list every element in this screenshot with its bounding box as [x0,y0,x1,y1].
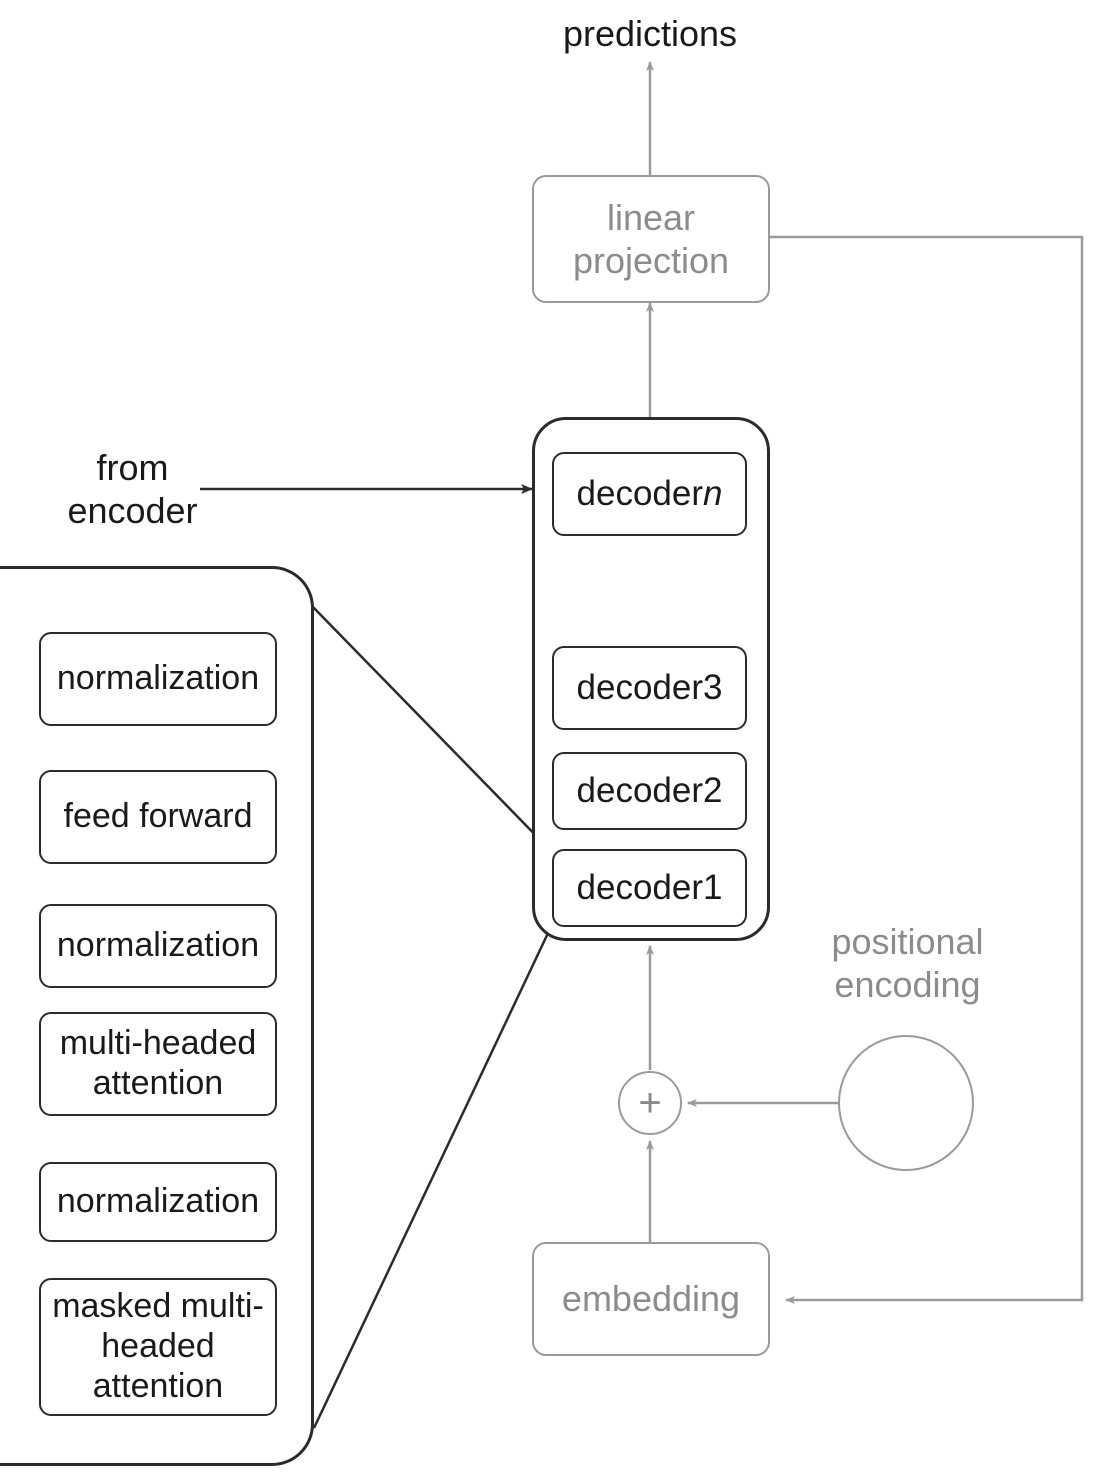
positional-encoding-circle[interactable] [838,1035,974,1171]
decoder-3-suffix: 3 [703,668,723,708]
positional-encoding-line1: positional [831,920,984,962]
decoder-box-n[interactable]: decoder n [552,452,747,536]
detail-block-normalization-3[interactable]: normalization [39,1162,277,1242]
decoder-2-suffix: 2 [703,771,723,811]
detail-block-feed-forward[interactable]: feed forward [39,770,277,864]
callout-line-top [311,605,553,853]
detail-label: normalization [56,659,260,698]
detail-block-multi-headed-attention[interactable]: multi-headed attention [39,1012,277,1116]
positional-encoding-line2: encoding [834,964,981,1005]
decoder-1-prefix: decoder [576,868,703,908]
decoder-3-prefix: decoder [576,668,703,708]
detail-label-line2: headed [101,1327,215,1366]
from-encoder-line1: from [96,446,169,488]
detail-block-normalization-1[interactable]: normalization [39,632,277,726]
decoder-box-2[interactable]: decoder 2 [552,752,747,830]
detail-block-masked-multi-headed-attention[interactable]: masked multi- headed attention [39,1278,277,1416]
decoder-2-prefix: decoder [576,771,703,811]
callout-line-bottom [312,930,551,1429]
linear-projection-box[interactable]: linear projection [532,175,770,303]
positional-encoding-label: positional encoding [810,915,1005,1011]
embedding-box[interactable]: embedding [532,1242,770,1356]
detail-label: feed forward [63,797,253,836]
detail-label: normalization [56,1182,260,1221]
predictions-label: predictions [562,13,738,55]
from-encoder-line2: encoder [67,490,198,531]
plus-icon: + [638,1081,662,1125]
from-encoder-label: from encoder [60,440,205,538]
decoder-1-suffix: 1 [703,868,723,908]
embedding-label: embedding [561,1278,741,1320]
detail-label: normalization [56,926,260,965]
detail-label-line1: masked multi- [52,1287,264,1326]
detail-label-line3: attention [92,1366,224,1405]
detail-block-normalization-2[interactable]: normalization [39,904,277,988]
linear-projection-line2: projection [572,240,730,281]
decoder-box-3[interactable]: decoder 3 [552,646,747,730]
linear-projection-line1: linear [606,196,696,238]
add-operator-node[interactable]: + [618,1071,682,1135]
decoder-box-1[interactable]: decoder 1 [552,849,747,927]
decoder-n-suffix: n [703,474,723,514]
detail-label-line1: multi-headed [59,1024,257,1063]
decoder-n-prefix: decoder [576,474,703,514]
detail-label-line2: attention [92,1064,224,1102]
